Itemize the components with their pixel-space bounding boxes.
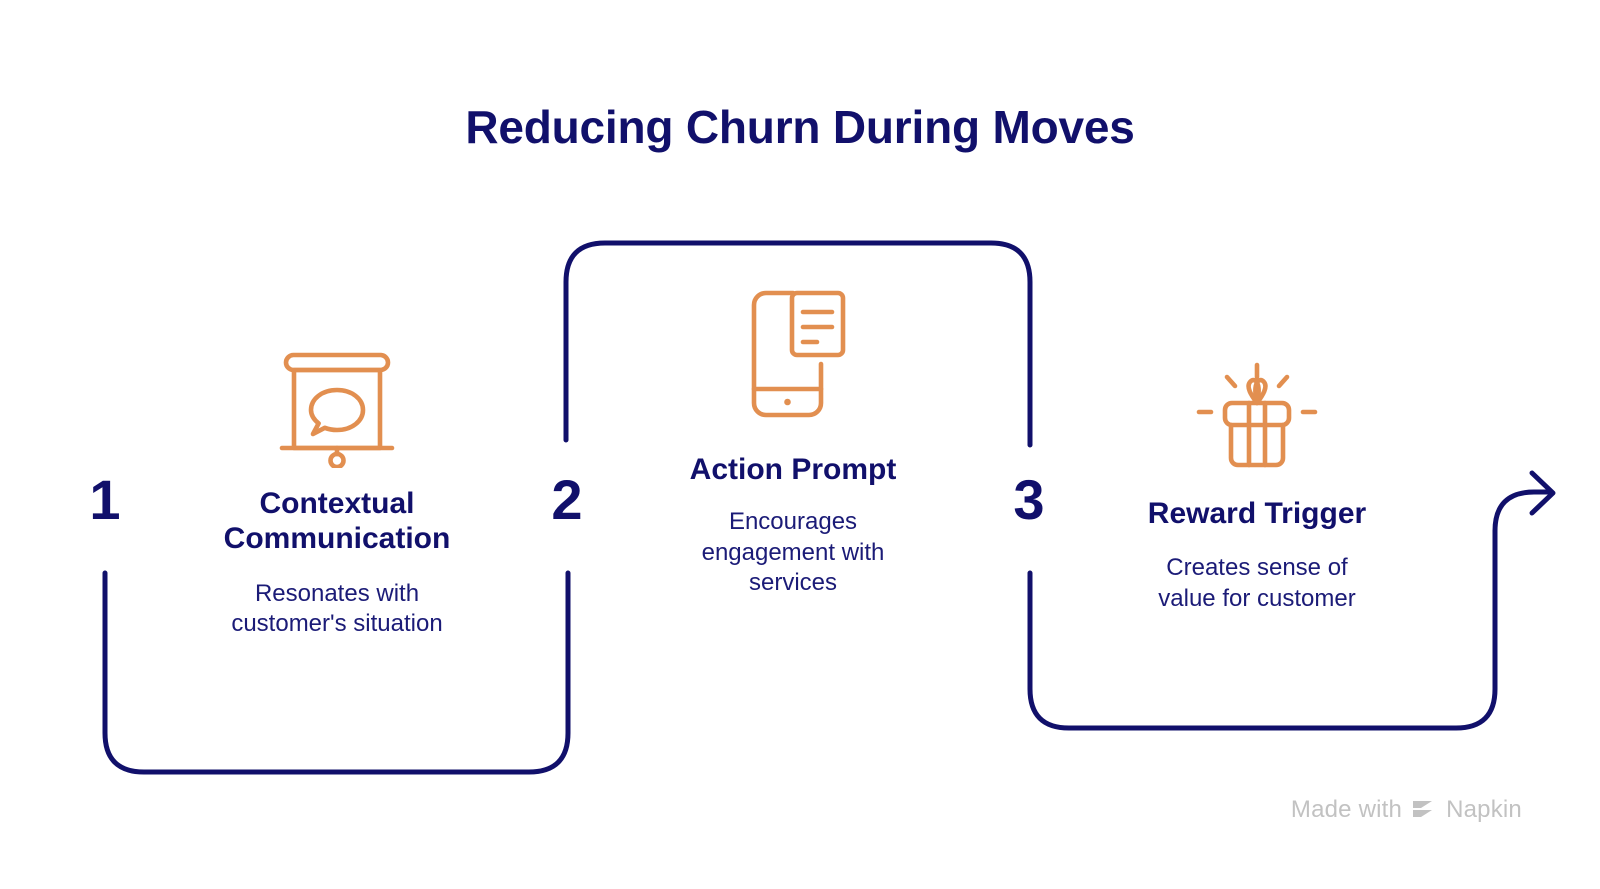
step-title-1-line2: Communication bbox=[223, 522, 451, 556]
step-number-3: 3 bbox=[1013, 468, 1045, 531]
napkin-logo-icon bbox=[1413, 801, 1433, 817]
watermark-text: Made with bbox=[1290, 796, 1403, 823]
step-block-2: Action Prompt Encourages engagement with… bbox=[628, 285, 958, 598]
step-desc-3-line2: value for customer bbox=[1158, 584, 1356, 612]
step-desc-1: Resonates with customer's situation bbox=[172, 579, 502, 639]
step-desc-2-line3: services bbox=[748, 568, 838, 596]
step-title-3-line1: Reward Trigger bbox=[1147, 497, 1367, 530]
step-desc-1-line2: customer's situation bbox=[231, 610, 443, 638]
step-desc-1-line1: Resonates with bbox=[254, 579, 420, 607]
step-desc-2-line2: engagement with bbox=[701, 538, 885, 566]
step-title-2-line1: Action Prompt bbox=[689, 453, 897, 486]
step-desc-2-line1: Encourages bbox=[728, 508, 858, 536]
step-title-3: Reward Trigger bbox=[1092, 496, 1422, 531]
step-block-1: Contextual Communication Resonates with … bbox=[172, 350, 502, 639]
gift-box-icon bbox=[1092, 360, 1422, 470]
step-title-1: Contextual Communication bbox=[172, 486, 502, 557]
step-number-1: 1 bbox=[89, 468, 121, 531]
presentation-board-speech-bubble-icon bbox=[172, 350, 502, 468]
step-title-1-line1: Contextual bbox=[259, 487, 415, 520]
step-block-3: Reward Trigger Creates sense of value fo… bbox=[1092, 360, 1422, 614]
watermark-brand: Napkin bbox=[1446, 796, 1522, 823]
mobile-document-icon bbox=[628, 285, 958, 430]
step-desc-3-line1: Creates sense of bbox=[1166, 554, 1348, 582]
page-title: Reducing Churn During Moves bbox=[465, 101, 1135, 153]
step-desc-2: Encourages engagement with services bbox=[628, 507, 958, 598]
napkin-watermark: Made with Napkin bbox=[1291, 796, 1522, 824]
arrow-head-icon bbox=[1529, 470, 1556, 516]
step-title-2: Action Prompt bbox=[628, 452, 958, 487]
step-number-2: 2 bbox=[551, 468, 583, 531]
arrow-right-icon bbox=[1492, 489, 1554, 534]
step-desc-3: Creates sense of value for customer bbox=[1092, 553, 1422, 613]
